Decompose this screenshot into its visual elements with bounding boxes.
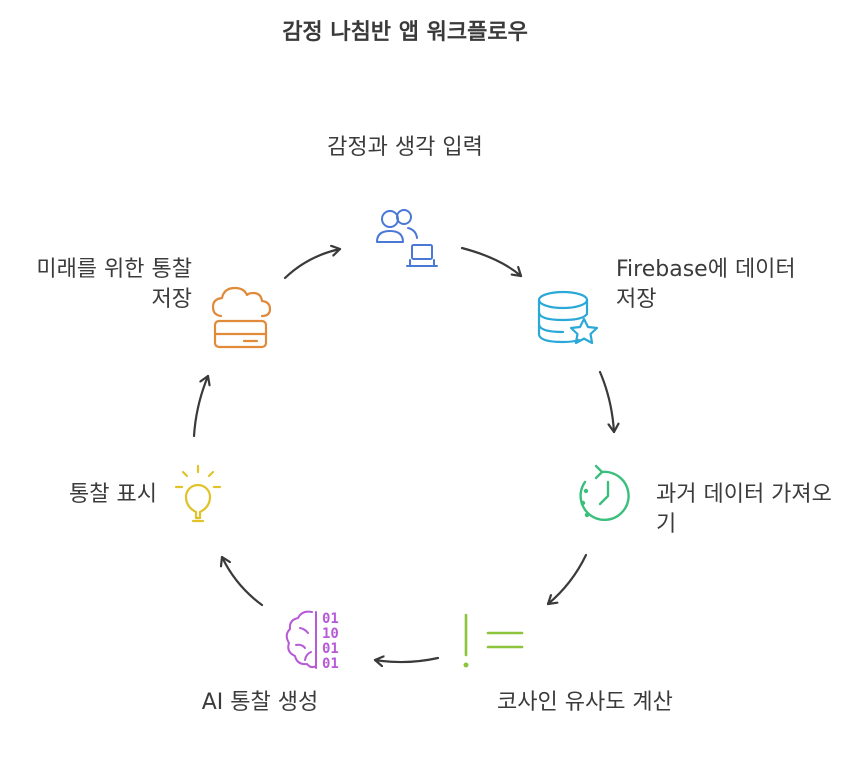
- step-label-cosine: 코사인 유사도 계산: [497, 690, 673, 715]
- arrow-firebase-to-fetch: [598, 370, 614, 434]
- step-label-input: 감정과 생각 입력: [327, 135, 483, 160]
- step-label-display-insight: 통찰 표시: [69, 482, 157, 507]
- cloud-storage-icon: [211, 286, 272, 349]
- step-label-firebase: Firebase에 데이터 저장: [616, 257, 796, 312]
- step-label-ai-insight: AI 통찰 생성: [201, 690, 319, 715]
- database-star-icon: [537, 290, 599, 345]
- lightbulb-icon: [174, 464, 222, 523]
- arrow-input-to-firebase: [460, 246, 523, 278]
- svg-text:10: 10: [322, 626, 339, 642]
- arrows: [192, 246, 614, 662]
- svg-text:01: 01: [322, 656, 339, 672]
- diagram-title: 감정 나침반 앱 워크플로우: [282, 20, 528, 45]
- svg-text:01: 01: [322, 641, 339, 657]
- step-label-fetch-past: 과거 데이터 가져오기: [656, 482, 832, 537]
- arrow-fetch-to-cosine: [546, 553, 588, 606]
- arrow-display-to-save: [192, 374, 208, 438]
- user-laptop-icon: [376, 209, 438, 267]
- svg-text:01: 01: [322, 611, 339, 627]
- history-clock-icon: [579, 464, 630, 522]
- step-label-save-future: 미래를 위한 통찰 저장: [36, 257, 192, 312]
- arrow-ai-to-display: [222, 555, 264, 607]
- arrow-save-to-input: [283, 249, 342, 280]
- brain-binary-icon: 01 10 01 01: [285, 610, 339, 672]
- arrow-cosine-to-ai: [373, 658, 440, 662]
- equals-not-icon: [463, 613, 524, 668]
